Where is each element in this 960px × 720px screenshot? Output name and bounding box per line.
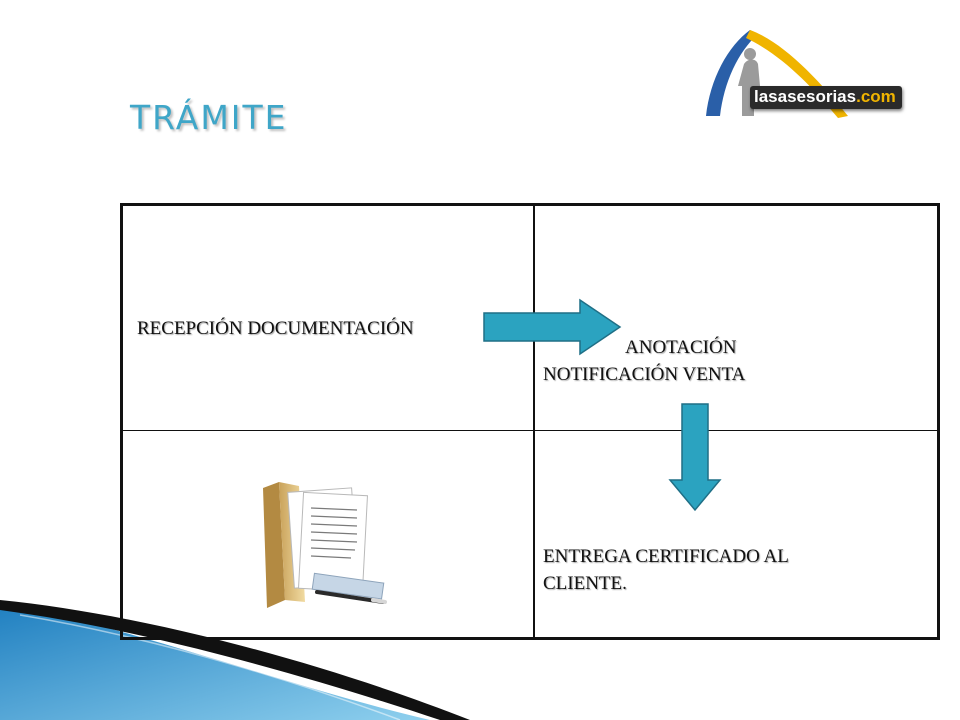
cell-certificate-delivery: ENTREGA CERTIFICADO AL CLIENTE. bbox=[543, 543, 923, 597]
slide-title: TRÁMITE bbox=[130, 98, 288, 137]
delivery-line-2: CLIENTE. bbox=[543, 573, 627, 594]
arrow-down-icon bbox=[668, 403, 722, 512]
cell-annotation-notification: ANOTACIÓN NOTIFICACIÓN VENTA bbox=[543, 334, 923, 388]
notification-sale-label: NOTIFICACIÓN VENTA bbox=[543, 364, 746, 385]
cell-reception-documents: RECEPCIÓN DOCUMENTACIÓN bbox=[137, 318, 414, 339]
logo-wordmark: lasasesorias.com bbox=[750, 86, 902, 109]
annotation-label: ANOTACIÓN bbox=[625, 337, 737, 358]
table-row-divider bbox=[123, 430, 937, 431]
folder-documents-icon bbox=[263, 482, 387, 608]
logo-domain: .com bbox=[856, 87, 896, 106]
process-table: RECEPCIÓN DOCUMENTACIÓN ANOTACIÓN NOTIFI… bbox=[120, 203, 940, 640]
delivery-line-1: ENTREGA CERTIFICADO AL bbox=[543, 546, 789, 567]
logo-name: lasasesorias bbox=[754, 87, 857, 106]
arrow-right-icon bbox=[483, 298, 622, 356]
table-column-divider bbox=[533, 206, 535, 637]
lasasesorias-logo bbox=[706, 30, 848, 118]
